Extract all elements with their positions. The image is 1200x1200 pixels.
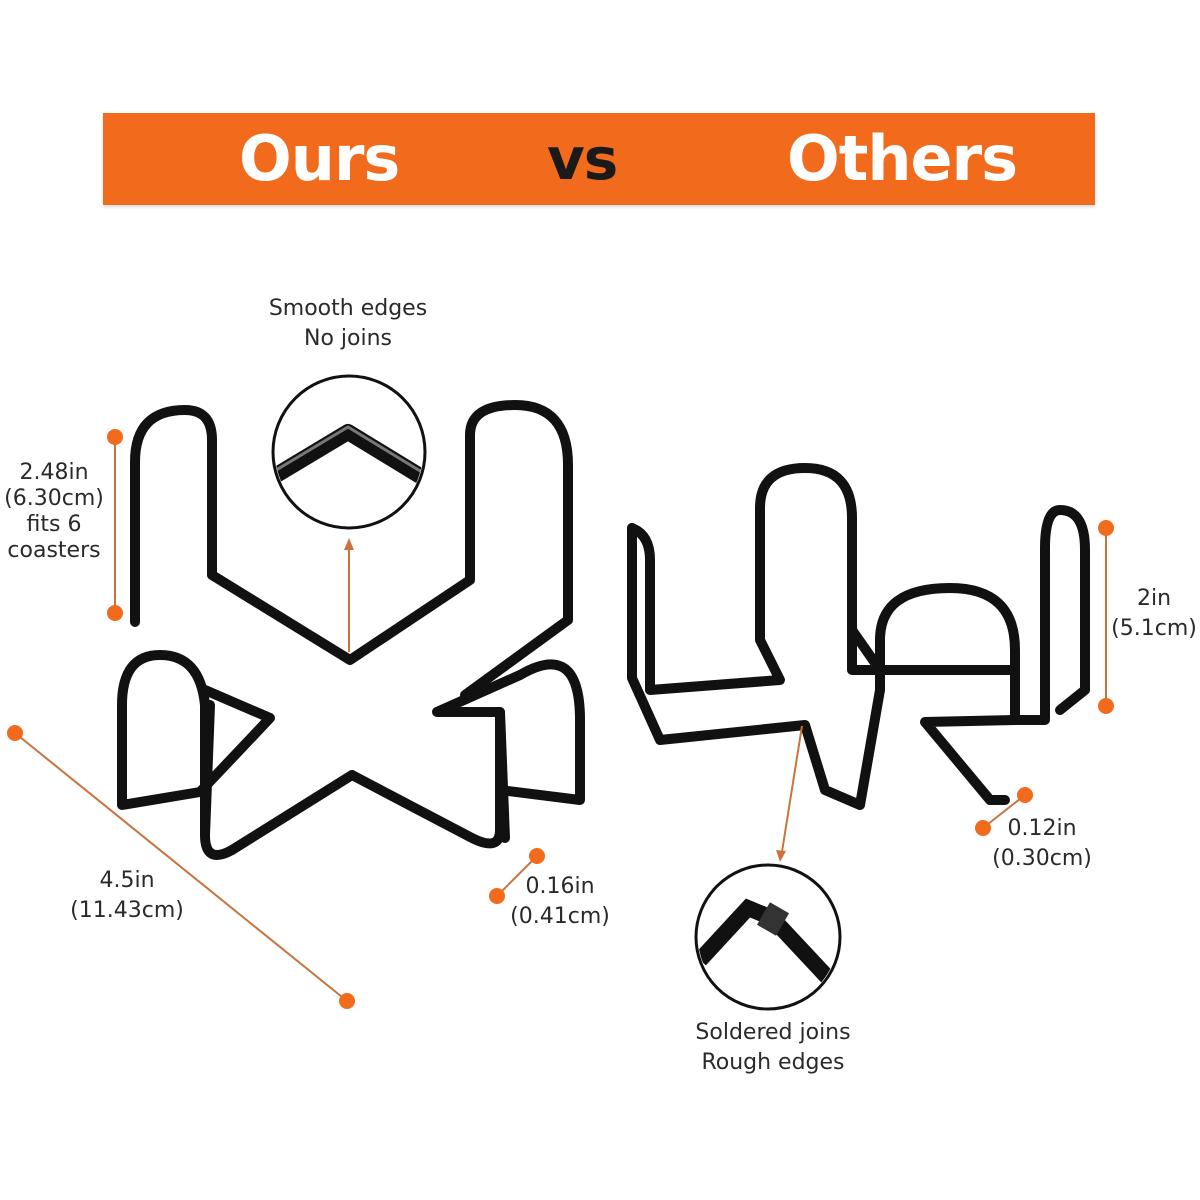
- others-height-cm: (5.1cm): [1111, 616, 1197, 641]
- comparison-banner: Ours vs Others: [103, 113, 1095, 205]
- ours-callout-arrowhead: [344, 538, 354, 550]
- ours-callout-line-2: No joins: [304, 326, 392, 351]
- ours-height-note-1: fits 6: [26, 512, 82, 537]
- others-wire-inner: [847, 625, 1020, 675]
- others-wire-right: [1010, 505, 1090, 725]
- ours-width-label: 4.5in (11.43cm): [62, 866, 192, 926]
- ours-height-label: 2.48in (6.30cm) fits 6 coasters: [0, 460, 108, 564]
- banner-others-label: Others: [787, 122, 1018, 195]
- ours-wire-center: [200, 700, 510, 843]
- ours-width-dimension: [7, 725, 355, 1009]
- others-height-label: 2in (5.1cm): [1108, 584, 1200, 644]
- others-wire-left: [627, 463, 1020, 805]
- ours-wire-label: 0.16in (0.41cm): [505, 872, 615, 932]
- others-height-dimension: [1098, 520, 1114, 714]
- others-holder-image: [627, 463, 1090, 810]
- others-callout-arrow: [780, 725, 803, 859]
- others-wire-base: [627, 523, 885, 810]
- banner-ours-label: Ours: [239, 122, 400, 195]
- ours-wire-dimension: [489, 848, 545, 904]
- others-wire-in: 0.12in: [1007, 816, 1077, 841]
- ours-wire-lower-left: [117, 650, 357, 860]
- ours-holder-image: [117, 400, 585, 860]
- ours-callout-circle: [271, 374, 427, 530]
- ours-wire-cm: (0.41cm): [510, 904, 610, 929]
- ours-wire-lower: [347, 659, 585, 849]
- others-callout-line-1: Soldered joins: [695, 1020, 851, 1045]
- ours-wire-in: 0.16in: [525, 874, 595, 899]
- others-wire-dimension: [975, 787, 1033, 836]
- ours-height-in: 2.48in: [19, 460, 89, 485]
- ours-wire-upper: [130, 400, 573, 700]
- ours-height-cm: (6.30cm): [4, 486, 104, 511]
- ours-callout-line-1: Smooth edges: [268, 296, 428, 321]
- others-wire-label: 0.12in (0.30cm): [984, 814, 1100, 874]
- ours-callout-label: Smooth edges No joins: [258, 294, 438, 354]
- banner-vs-label: vs: [547, 125, 618, 193]
- others-wire-cm: (0.30cm): [992, 846, 1092, 871]
- others-height-in: 2in: [1136, 586, 1172, 611]
- others-callout-label: Soldered joins Rough edges: [673, 1018, 873, 1078]
- ours-height-note-2: coasters: [7, 538, 101, 563]
- others-callout-line-2: Rough edges: [701, 1050, 845, 1075]
- ours-width-in: 4.5in: [99, 868, 155, 893]
- ours-width-cm: (11.43cm): [70, 898, 184, 923]
- others-callout-circle: [694, 863, 842, 1011]
- ours-height-dimension: [107, 429, 123, 621]
- others-callout-arrowhead: [776, 850, 786, 862]
